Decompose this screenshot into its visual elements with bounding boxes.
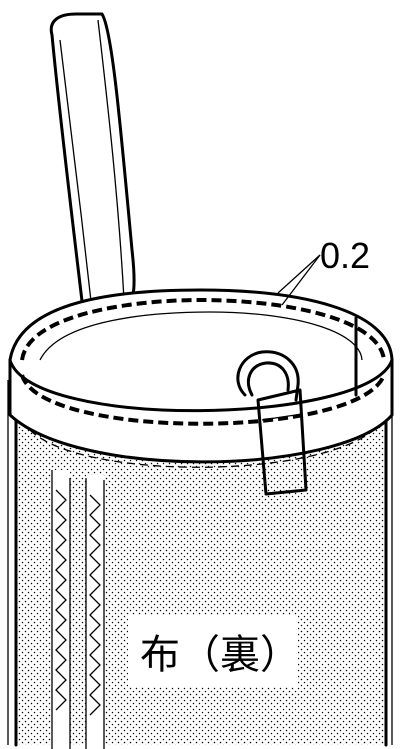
- fabric-label: 布（裏）: [140, 633, 300, 677]
- top-band: [8, 288, 394, 468]
- d-ring: [236, 350, 308, 496]
- zigzag-seam: [51, 470, 105, 749]
- measurement-callout: 0.2: [277, 235, 370, 306]
- fabric-label-group: 布（裏）: [128, 615, 300, 687]
- hanging-loop: [49, 12, 136, 320]
- measurement-label: 0.2: [320, 235, 370, 276]
